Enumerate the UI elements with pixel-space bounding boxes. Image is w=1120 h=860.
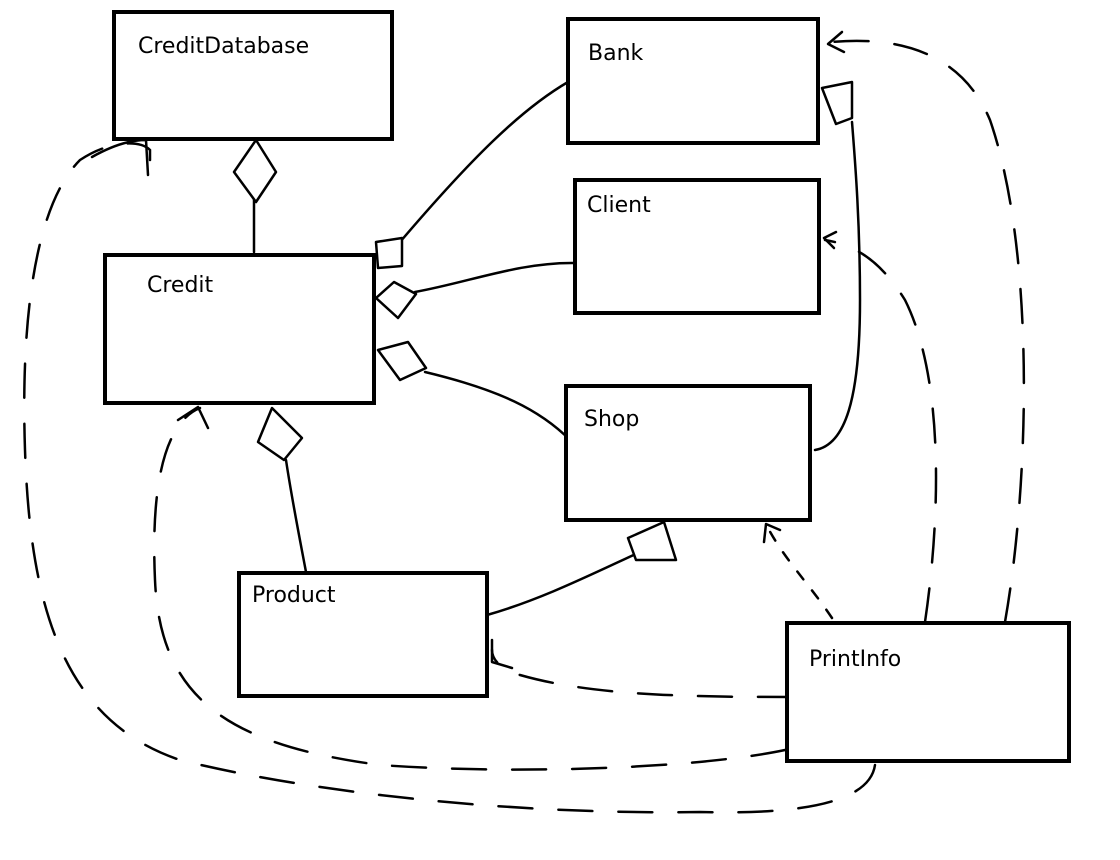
class-name-creditdatabase: CreditDatabase bbox=[138, 34, 309, 59]
diamond-creditdatabase-icon bbox=[232, 138, 278, 204]
class-box-shop bbox=[564, 384, 812, 522]
class-client[interactable]: Client bbox=[573, 178, 821, 315]
arrowhead-bank-icon bbox=[826, 30, 846, 54]
diamond-shop-product-icon bbox=[626, 520, 678, 562]
dependency-printinfo-bank bbox=[830, 39, 1026, 624]
diamond-credit-product-icon bbox=[256, 406, 304, 462]
class-box-creditdatabase bbox=[112, 10, 394, 141]
class-shop[interactable]: Shop bbox=[564, 384, 812, 522]
class-bank[interactable]: Bank bbox=[566, 17, 820, 145]
class-box-credit bbox=[103, 253, 376, 405]
class-box-client bbox=[573, 178, 821, 315]
class-box-bank bbox=[566, 17, 820, 145]
class-name-credit: Credit bbox=[147, 273, 214, 298]
class-credit[interactable]: Credit bbox=[103, 253, 376, 405]
dependency-printinfo-product bbox=[490, 648, 794, 699]
association-product-credit bbox=[284, 458, 308, 574]
diamond-credit-client-icon bbox=[374, 280, 418, 320]
association-lines bbox=[252, 80, 862, 617]
aggregation-diamonds bbox=[232, 80, 854, 562]
diamond-credit-bank-icon bbox=[374, 236, 404, 270]
class-name-product: Product bbox=[252, 583, 336, 608]
dependency-printinfo-client bbox=[823, 238, 938, 624]
class-box-product bbox=[237, 571, 489, 698]
arrowhead-client-icon bbox=[822, 230, 838, 250]
class-name-printinfo: PrintInfo bbox=[809, 647, 901, 672]
arrowhead-credit-bottom-icon bbox=[176, 405, 210, 430]
class-box-printinfo bbox=[785, 621, 1071, 763]
arrowhead-product-icon bbox=[490, 638, 514, 670]
class-name-bank: Bank bbox=[588, 41, 644, 66]
class-printinfo[interactable]: PrintInfo bbox=[785, 621, 1071, 763]
class-product[interactable]: Product bbox=[237, 571, 489, 698]
association-shop-credit bbox=[423, 370, 572, 442]
diamond-bank-shop-icon bbox=[820, 80, 854, 126]
diamond-credit-shop-icon bbox=[376, 340, 428, 382]
association-client-credit bbox=[413, 261, 577, 294]
association-shop-bank bbox=[813, 120, 862, 452]
association-product-shop bbox=[485, 550, 642, 617]
class-name-shop: Shop bbox=[584, 407, 639, 432]
dependency-printinfo-shop bbox=[766, 526, 834, 620]
arrowhead-shop-icon bbox=[762, 522, 782, 544]
class-name-client: Client bbox=[587, 193, 651, 218]
association-bank-credit bbox=[398, 80, 570, 244]
dependency-printinfo-credit bbox=[23, 142, 877, 814]
class-creditdatabase[interactable]: CreditDatabase bbox=[112, 10, 394, 141]
